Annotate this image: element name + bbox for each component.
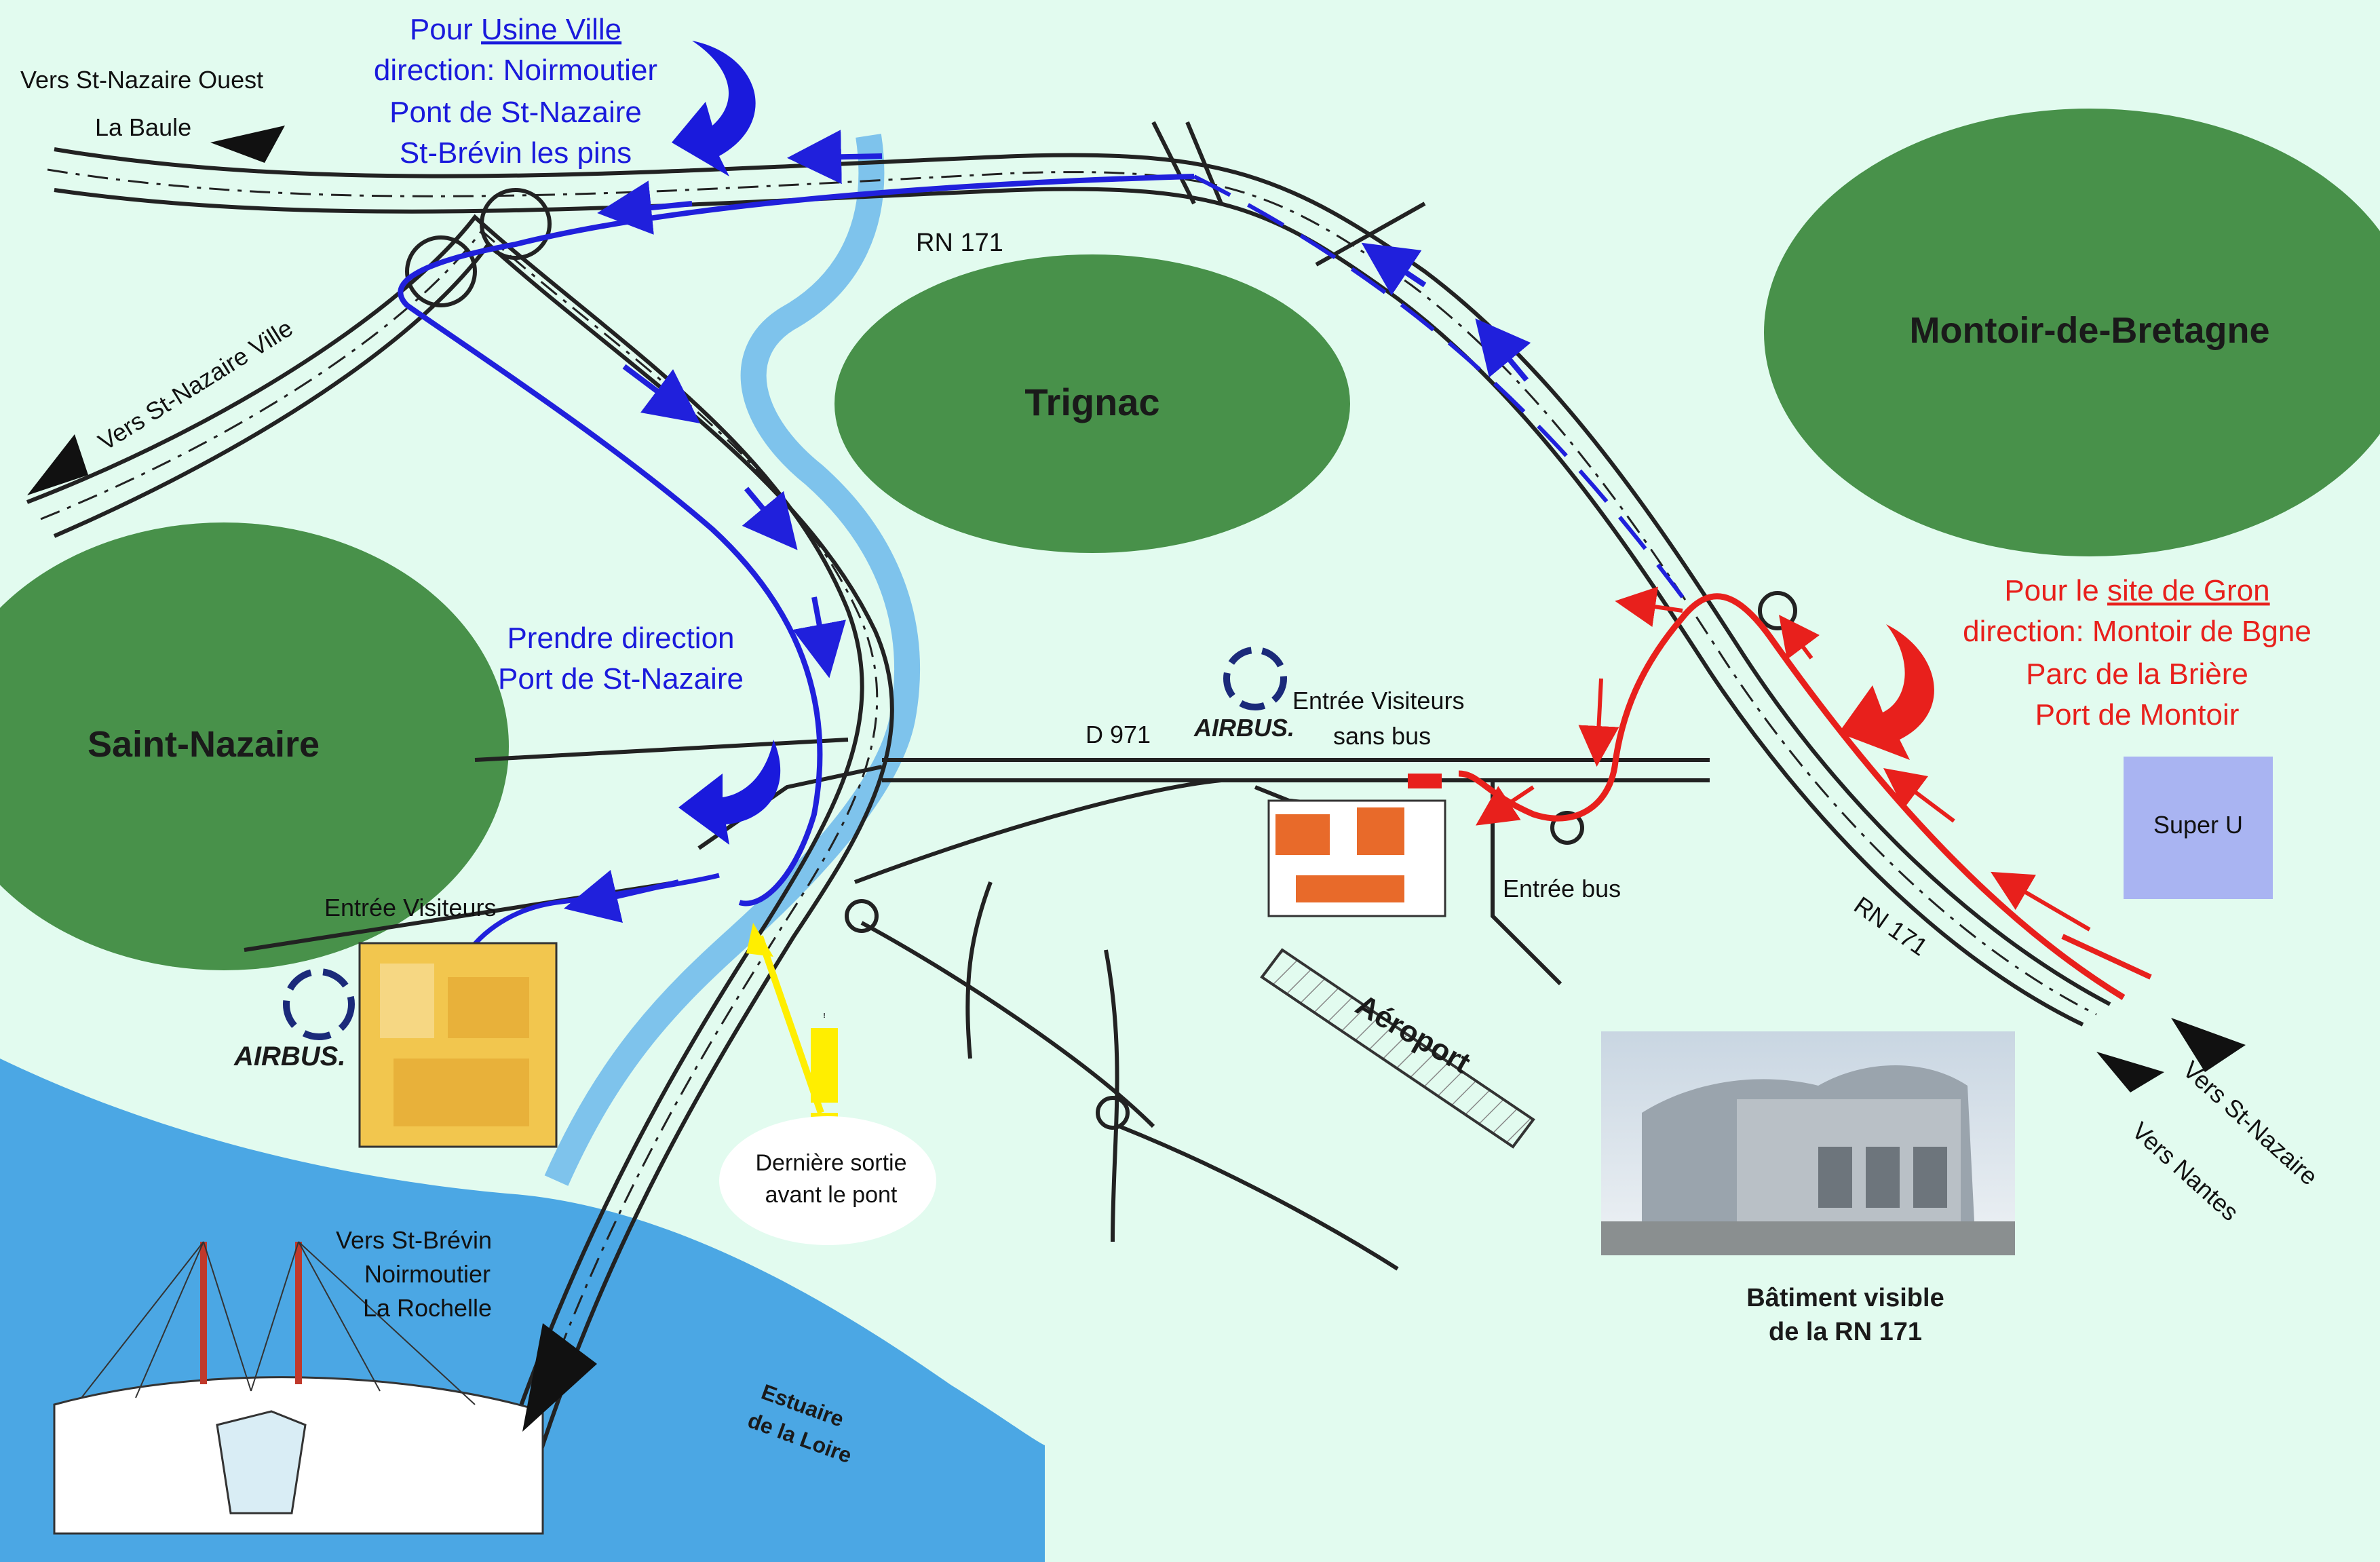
red-instruction-line4: Port de Montoir (2035, 698, 2240, 731)
label-last-exit-line1: Dernière sortie (756, 1150, 907, 1176)
blue-instruction-line3: Pont de St-Nazaire (389, 96, 642, 129)
town-saint-nazaire (0, 522, 509, 970)
blue-route (398, 41, 1685, 965)
label-saint-nazaire: Saint-Nazaire (88, 724, 320, 765)
label-building-line1: Bâtiment visible (1746, 1284, 1944, 1312)
blue-take-line2: Port de St-Nazaire (498, 662, 744, 696)
blue-turn-arrow-mid (678, 740, 781, 845)
arrow-southwest-icon (522, 1323, 597, 1432)
arrow-east-nazaire-icon (2171, 1018, 2246, 1072)
label-d971: D 971 (1086, 721, 1151, 748)
airbus-wordmark-west: AIRBUS. (233, 1042, 345, 1071)
airbus-usine-ville (358, 942, 558, 1148)
label-rn171-top: RN 171 (916, 229, 1003, 257)
super-u-box (2124, 757, 2273, 899)
red-turn-arrow (1839, 624, 1934, 760)
label-visitor-entrance-east-line1: Entrée Visiteurs (1292, 687, 1464, 715)
arrow-west-icon (210, 126, 285, 163)
label-montoir: Montoir-de-Bretagne (1910, 310, 2270, 351)
airbus-wordmark-east: AIRBUS. (1193, 714, 1294, 742)
airbus-site-gron (1267, 774, 1446, 917)
river (544, 134, 920, 1186)
label-visitor-entrance-east-line2: sans bus (1333, 722, 1431, 750)
arrow-east-nantes-icon (2096, 1052, 2164, 1092)
label-warning-mark: ! (823, 1012, 825, 1020)
red-route (1458, 586, 2152, 1000)
label-sw-line2: Noirmoutier (364, 1260, 491, 1288)
arrow-city-icon (27, 434, 88, 495)
label-sw-line1: Vers St-Brévin (336, 1226, 492, 1254)
blue-turn-arrow-top (672, 41, 756, 176)
airbus-logo-west (283, 968, 355, 1040)
town-montoir (1764, 109, 2380, 556)
label-visitor-entrance-west: Entrée Visiteurs (324, 894, 496, 921)
airport-runway (1260, 948, 1535, 1149)
label-super-u: Super U (2153, 811, 2243, 839)
label-west-line1: Vers St-Nazaire Ouest (20, 66, 263, 94)
blue-take-line1: Prendre direction (507, 622, 734, 655)
blue-instruction-line4: St-Brévin les pins (400, 136, 632, 170)
label-trignac: Trignac (1024, 381, 1159, 423)
label-last-exit-line2: avant le pont (765, 1182, 898, 1208)
label-sw-line3: La Rochelle (363, 1294, 492, 1322)
bridge-illustration (53, 1241, 544, 1535)
building-photo (1601, 1031, 2015, 1255)
red-instruction-line2: direction: Montoir de Bgne (1963, 615, 2311, 648)
blue-instruction-line1: Pour Usine Ville (410, 13, 621, 46)
red-instruction-line3: Parc de la Brière (2026, 658, 2248, 691)
last-exit-warning (719, 923, 936, 1245)
label-west-line2: La Baule (95, 113, 191, 141)
label-building-line2: de la RN 171 (1769, 1318, 1922, 1346)
airbus-logo-east (1223, 647, 1287, 710)
label-bus-entrance: Entrée bus (1503, 875, 1621, 902)
red-instruction-line1: Pour le site de Gron (2004, 574, 2269, 607)
town-trignac (834, 254, 1350, 553)
blue-instruction-line2: direction: Noirmoutier (374, 54, 657, 87)
